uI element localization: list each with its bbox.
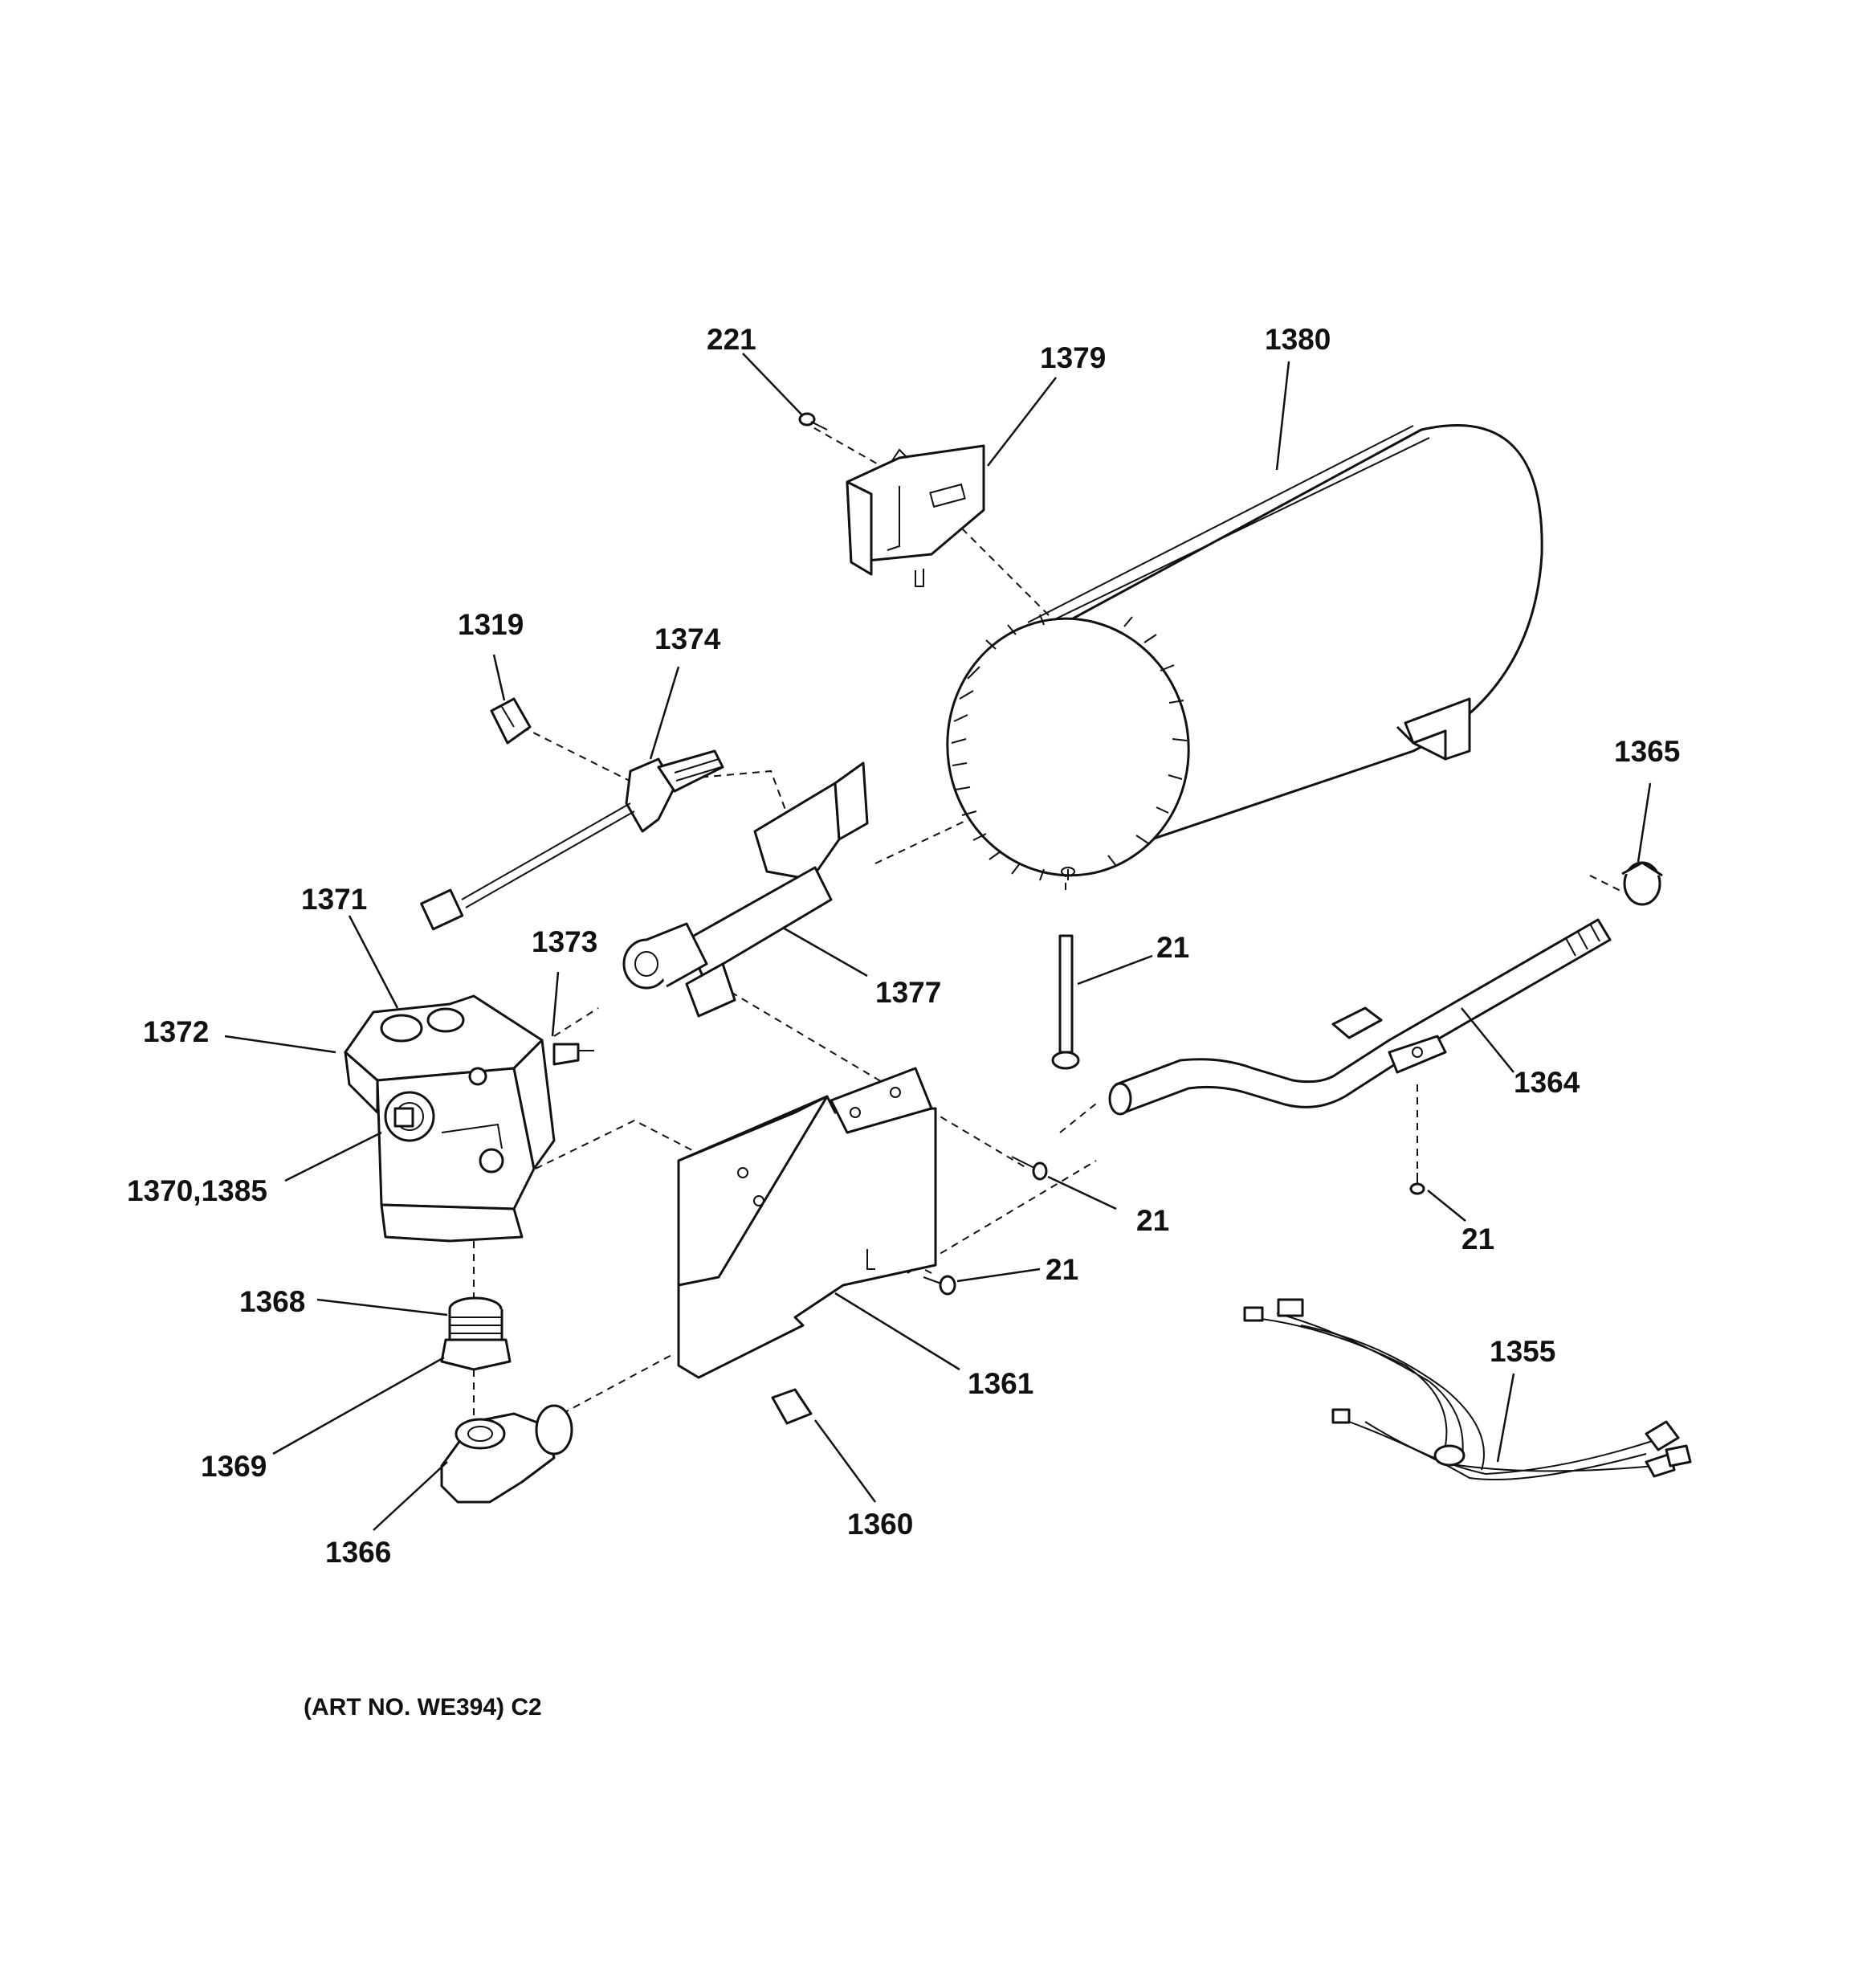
- callout-1360: 1360: [847, 1508, 913, 1541]
- combustion-chamber-cylinder: [946, 424, 1543, 881]
- callout-1370-1385: 1370,1385: [127, 1174, 267, 1207]
- pipe-cap: [1621, 861, 1663, 906]
- callout-21-lower: 21: [1046, 1253, 1078, 1286]
- flame-sensor-bracket: [846, 444, 985, 587]
- igniter-clip: [490, 697, 532, 745]
- callout-1377: 1377: [875, 976, 941, 1009]
- callout-1365: 1365: [1614, 735, 1680, 768]
- screw-21-upper: [1051, 934, 1080, 1070]
- burner-tube: [622, 761, 869, 1018]
- art-number-footer: (ART NO. WE394) C2: [304, 1694, 542, 1721]
- screw-21-lower: [923, 1275, 956, 1296]
- wire-harness: [1243, 1298, 1692, 1480]
- screw-21-middle: [1011, 1156, 1048, 1181]
- screw-221: [798, 412, 828, 431]
- pipe-elbow: [440, 1404, 573, 1504]
- callout-21-middle: 21: [1136, 1204, 1169, 1237]
- callout-21-right: 21: [1461, 1223, 1494, 1255]
- igniter-assembly: [420, 749, 724, 931]
- callout-1368: 1368: [239, 1285, 305, 1318]
- gas-valve: [344, 994, 594, 1243]
- callout-1372: 1372: [143, 1015, 209, 1048]
- callout-1364: 1364: [1514, 1066, 1580, 1099]
- leader-lines: [224, 353, 1652, 1531]
- callout-1361: 1361: [968, 1367, 1033, 1400]
- callout-1379: 1379: [1040, 341, 1106, 374]
- callout-1371: 1371: [301, 883, 367, 916]
- callout-221: 221: [707, 323, 756, 356]
- callout-21-upper: 21: [1156, 931, 1189, 964]
- callout-1380: 1380: [1265, 323, 1331, 356]
- cylinder-hatching: [951, 614, 1188, 881]
- callout-labels: 221 1379 1380 1319 1374 1365 1371 1373 1…: [127, 323, 1680, 1569]
- callout-1355: 1355: [1490, 1335, 1555, 1368]
- callout-1374: 1374: [654, 623, 721, 655]
- gas-supply-pipe: [1108, 918, 1612, 1116]
- pipe-fitting: [440, 1296, 512, 1371]
- mounting-bracket: [677, 1067, 937, 1379]
- screw-21-right: [1409, 1173, 1425, 1195]
- callout-1369: 1369: [201, 1450, 267, 1483]
- callout-1366: 1366: [325, 1536, 391, 1569]
- callout-1373: 1373: [532, 925, 597, 958]
- small-clip: [771, 1388, 813, 1425]
- callout-1319: 1319: [458, 608, 524, 641]
